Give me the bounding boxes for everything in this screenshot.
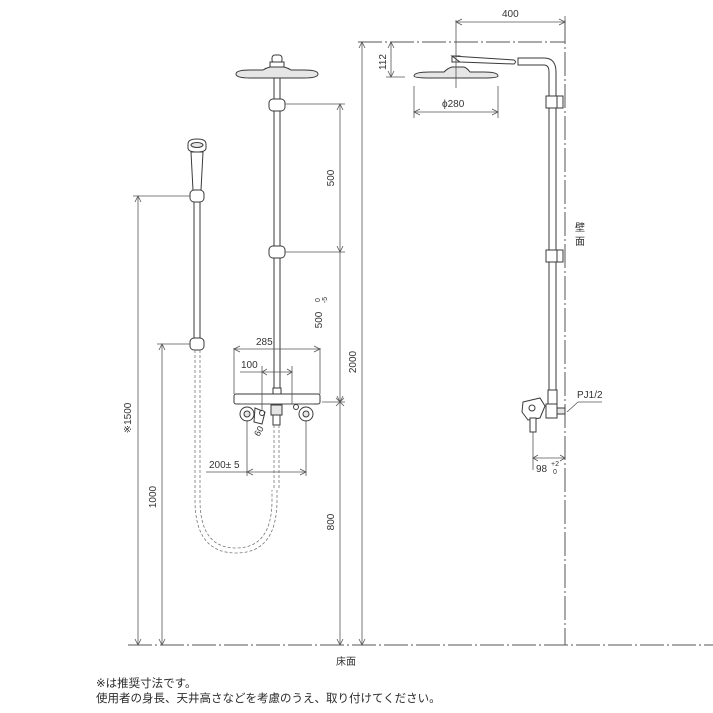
thermostatic-faucet — [233, 393, 321, 490]
svg-text:112: 112 — [378, 54, 389, 70]
angle-60-label: 60 — [252, 424, 266, 438]
dim-faucet-800: 800 — [326, 402, 344, 646]
svg-text:※1500: ※1500 — [123, 402, 134, 433]
side-faucet — [521, 389, 566, 470]
svg-text:200± 5: 200± 5 — [209, 460, 240, 471]
wall-bracket-lower — [545, 249, 558, 263]
svg-text:98: 98 — [536, 464, 548, 475]
note-install-consideration: 使用者の身長、天井高さなどを考慮のうえ、取り付けてください。 — [96, 691, 441, 705]
dim-middle-500: 500 0 -5 — [314, 252, 345, 407]
svg-text:0: 0 — [315, 298, 322, 302]
side-shower-head — [413, 20, 516, 88]
svg-text:800: 800 — [326, 513, 337, 530]
dim-pipe-spacing-200: 200± 5 — [206, 420, 307, 476]
svg-text:285: 285 — [256, 337, 273, 348]
upper-holder — [189, 189, 205, 203]
dim-holder-1500: ※1500 — [123, 195, 190, 646]
hand-shower-slide-bar — [187, 138, 278, 554]
middle-joint — [268, 245, 286, 259]
lower-holder — [189, 337, 205, 351]
dim-spacing-100: 100 — [240, 360, 293, 410]
front-view: 500 500 0 -5 800 2000 — [123, 41, 366, 646]
dim-holder-1000: 1000 — [148, 343, 190, 646]
dim-total-2000: 2000 — [348, 41, 366, 646]
svg-text:-5: -5 — [322, 297, 329, 303]
upper-joint — [268, 98, 286, 112]
dim-arm-400: 400 — [455, 9, 566, 36]
wall-bracket-upper — [545, 95, 558, 109]
svg-text:PJ1/2: PJ1/2 — [577, 390, 603, 401]
riser-pipe — [268, 78, 286, 395]
overhead-shower-head — [235, 54, 319, 79]
hand-shower-grip — [190, 151, 204, 191]
dim-head-drop-112: 112 — [378, 41, 405, 78]
dim-upper-500: 500 — [285, 103, 345, 253]
svg-text:100: 100 — [241, 360, 258, 371]
svg-text:500: 500 — [314, 311, 325, 328]
svg-text:500: 500 — [326, 169, 337, 186]
svg-text:+2: +2 — [551, 461, 559, 468]
side-arm — [517, 57, 564, 393]
installation-notes: ※は推奨寸法です。 使用者の身長、天井高さなどを考慮のうえ、取り付けてください。 — [96, 676, 441, 706]
svg-text:ϕ280: ϕ280 — [442, 99, 465, 110]
svg-text:床面: 床面 — [336, 655, 356, 668]
side-view: 壁 面 — [358, 9, 603, 645]
svg-text:0: 0 — [553, 469, 557, 476]
floor-line: 床面 — [128, 644, 713, 668]
dim-wall-offset-98: 98 +2 0 — [532, 454, 566, 476]
svg-text:壁: 壁 — [575, 221, 585, 234]
wall-line: 壁 面 — [564, 20, 585, 645]
svg-text:400: 400 — [502, 9, 519, 20]
pj-thread-callout: PJ1/2 — [566, 390, 603, 413]
dim-width-285: 285 — [233, 337, 321, 394]
note-recommended-dimension: ※は推奨寸法です。 — [96, 676, 197, 690]
svg-text:2000: 2000 — [348, 350, 359, 373]
svg-text:1000: 1000 — [148, 485, 159, 508]
svg-text:面: 面 — [575, 237, 585, 248]
dim-head-diameter-280: ϕ280 — [413, 86, 499, 118]
